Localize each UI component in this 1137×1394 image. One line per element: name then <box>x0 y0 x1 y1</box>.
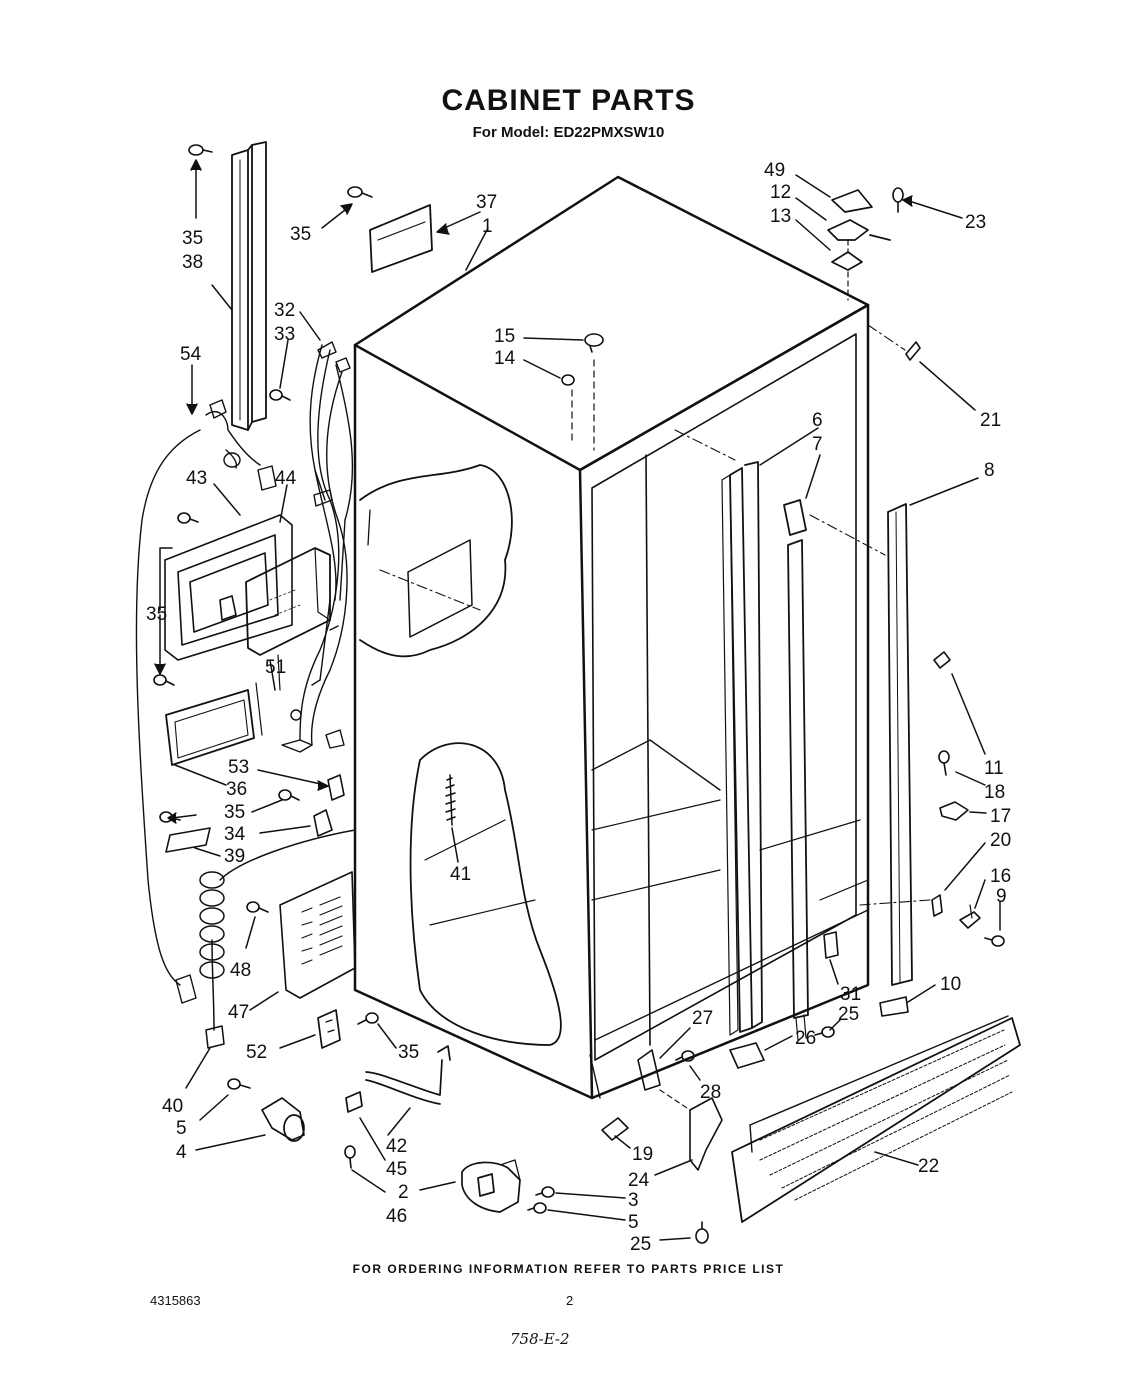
callout-35-d: 35 <box>224 802 245 823</box>
part-36-pan <box>165 682 263 766</box>
callout-31: 31 <box>840 984 861 1005</box>
callout-21: 21 <box>980 410 1001 431</box>
callout-8: 8 <box>984 460 995 481</box>
callout-32: 32 <box>274 300 295 321</box>
cabinet-body <box>353 175 870 1100</box>
part-52-bracket <box>317 1009 341 1049</box>
document-number: 4315863 <box>150 1293 201 1308</box>
screws <box>153 144 1005 1244</box>
callout-35-e: 35 <box>398 1042 419 1063</box>
callout-42: 42 <box>386 1136 407 1157</box>
callout-14: 14 <box>494 348 516 369</box>
model-subtitle: For Model: ED22PMXSW10 <box>472 124 665 141</box>
callout-49: 49 <box>764 160 785 181</box>
callout-35-a: 35 <box>182 228 203 249</box>
callout-23: 23 <box>965 212 986 233</box>
callout-13: 13 <box>770 206 791 227</box>
callout-41: 41 <box>450 864 471 885</box>
callout-17: 17 <box>990 806 1011 827</box>
callout-5-b: 5 <box>628 1212 639 1233</box>
callout-7: 7 <box>812 434 823 455</box>
callout-26: 26 <box>795 1028 816 1049</box>
callout-2: 2 <box>398 1182 409 1203</box>
callout-25-b: 25 <box>838 1004 859 1025</box>
part-41-spring <box>445 774 456 826</box>
callout-28: 28 <box>700 1082 721 1103</box>
callout-35-c: 35 <box>146 604 167 625</box>
callout-5-a: 5 <box>176 1118 187 1139</box>
part-8-gasket <box>887 503 913 986</box>
callout-9: 9 <box>996 886 1007 907</box>
part-37-bracket <box>369 204 433 273</box>
part-21-clip <box>905 341 921 361</box>
callout-6: 6 <box>812 410 823 431</box>
callout-10: 10 <box>940 974 961 995</box>
part-22-grille <box>731 1015 1021 1223</box>
callout-48: 48 <box>230 960 251 981</box>
page-title: CABINET PARTS <box>441 84 696 117</box>
part-6-gasket <box>721 461 763 1036</box>
part-46-insulation-block <box>245 547 331 691</box>
callout-24: 24 <box>628 1170 650 1191</box>
callout-33: 33 <box>274 324 295 345</box>
callout-leaders <box>154 159 1001 1241</box>
callout-4: 4 <box>176 1142 187 1163</box>
part-47-panel <box>279 871 356 999</box>
callout-44: 46 <box>386 1206 407 1227</box>
page-number: 2 <box>566 1293 574 1308</box>
ordering-note: FOR ORDERING INFORMATION REFER TO PARTS … <box>352 1262 785 1276</box>
callout-18: 18 <box>984 782 1005 803</box>
callout-11: 11 <box>984 758 1004 779</box>
callout-22: 22 <box>918 1156 939 1177</box>
cabinet-cutaway-lower <box>409 742 562 1046</box>
callout-1: 1 <box>482 216 493 237</box>
wire-harness <box>281 341 354 753</box>
callout-43: 45 <box>386 1159 407 1180</box>
part-40-power-cord <box>199 829 356 1049</box>
callout-38: 38 <box>182 252 203 273</box>
callout-36: 36 <box>226 779 247 800</box>
part-38-trim-strip <box>231 141 267 431</box>
callout-19: 19 <box>632 1144 653 1165</box>
callout-numbers: 35 38 35 37 1 32 33 54 43 44 35 51 53 36… <box>146 160 1011 1255</box>
callout-34: 34 <box>224 824 246 845</box>
callout-40: 40 <box>162 1096 183 1117</box>
callout-35-b: 35 <box>290 224 311 245</box>
callout-20: 20 <box>990 830 1011 851</box>
callout-51: 51 <box>265 657 286 678</box>
callout-53: 53 <box>228 757 249 778</box>
callout-27: 27 <box>692 1008 713 1029</box>
top-hinge-assembly <box>827 189 891 301</box>
part-54-cord <box>135 399 277 1004</box>
part-4-roller <box>261 1097 305 1142</box>
callout-39: 39 <box>224 846 245 867</box>
callout-47: 47 <box>228 1002 249 1023</box>
part-7-breaker-strip <box>783 499 809 1041</box>
callout-16: 16 <box>990 866 1011 887</box>
part-2-bottom-hinge <box>461 1159 521 1213</box>
callout-46: 44 <box>275 468 297 489</box>
callout-54: 54 <box>180 344 202 365</box>
right-small-parts <box>823 651 981 1017</box>
callout-52: 52 <box>246 1042 267 1063</box>
cabinet-cutaway-upper <box>359 464 513 658</box>
callout-37: 37 <box>476 192 497 213</box>
part-15-plug <box>571 333 604 451</box>
callout-15: 15 <box>494 326 515 347</box>
lower-hinge-parts <box>601 1042 765 1171</box>
callout-45: 43 <box>186 468 207 489</box>
callout-3: 3 <box>628 1190 639 1211</box>
callout-25-a: 25 <box>630 1234 651 1255</box>
part-45-coil <box>164 514 293 661</box>
small-brackets-left <box>165 774 345 853</box>
handwritten-note: 758-E-2 <box>510 1330 570 1348</box>
callout-12: 12 <box>770 182 791 203</box>
assembly-leader-lines <box>379 324 931 906</box>
part-42-tube <box>345 1045 451 1113</box>
